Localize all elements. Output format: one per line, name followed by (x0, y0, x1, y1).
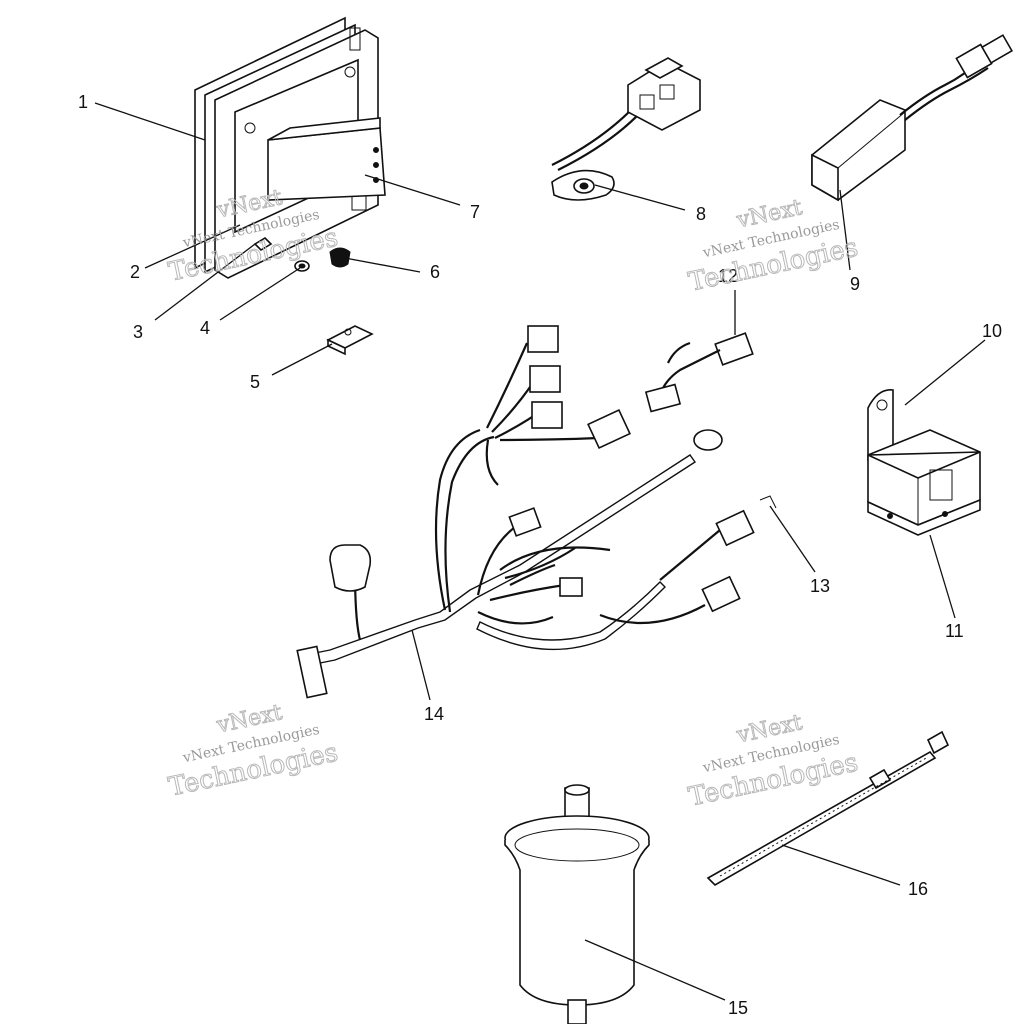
fuel-filter-part-15 (504, 784, 650, 1024)
mounting-bracket (267, 117, 386, 201)
sensor-part-8 (551, 57, 701, 201)
callout-1: 1 (78, 92, 88, 112)
callout-2: 2 (130, 262, 140, 282)
cable-tie-part-16 (706, 730, 950, 886)
watermark-top-right: vNext vNext Technologies Technologies (686, 195, 862, 299)
callout-7: 7 (470, 202, 480, 222)
callout-6: 6 (430, 262, 440, 282)
callout-12: 12 (718, 266, 738, 286)
relay-base-part-11 (867, 498, 981, 536)
screw-parts-2-3 (253, 236, 273, 252)
callout-10: 10 (982, 321, 1002, 341)
leader-lines (94, 102, 986, 1001)
callout-15: 15 (728, 998, 748, 1018)
grommet-part-6 (329, 247, 351, 268)
callout-3: 3 (133, 322, 143, 342)
clip-part-13 (759, 495, 777, 509)
relay-part-10 (867, 389, 981, 526)
watermark-bottom-left: vNext vNext Technologies Technologies (166, 700, 342, 804)
callout-13: 13 (810, 576, 830, 596)
callout-9: 9 (850, 274, 860, 294)
callout-8: 8 (696, 204, 706, 224)
callout-4: 4 (200, 318, 210, 338)
watermark-bottom-right: vNext vNext Technologies Technologies (686, 710, 862, 814)
wiring-harness-part-14 (296, 325, 755, 699)
callout-5: 5 (250, 372, 260, 392)
module-part-9 (811, 34, 1013, 202)
callout-labels: 1 2 3 4 5 6 7 8 9 10 11 12 13 14 15 16 (78, 92, 1002, 1018)
callout-11: 11 (945, 621, 964, 641)
connector-part-12 (644, 332, 754, 413)
callout-14: 14 (424, 704, 444, 724)
chip-part-5 (326, 325, 374, 356)
callout-16: 16 (908, 879, 928, 899)
